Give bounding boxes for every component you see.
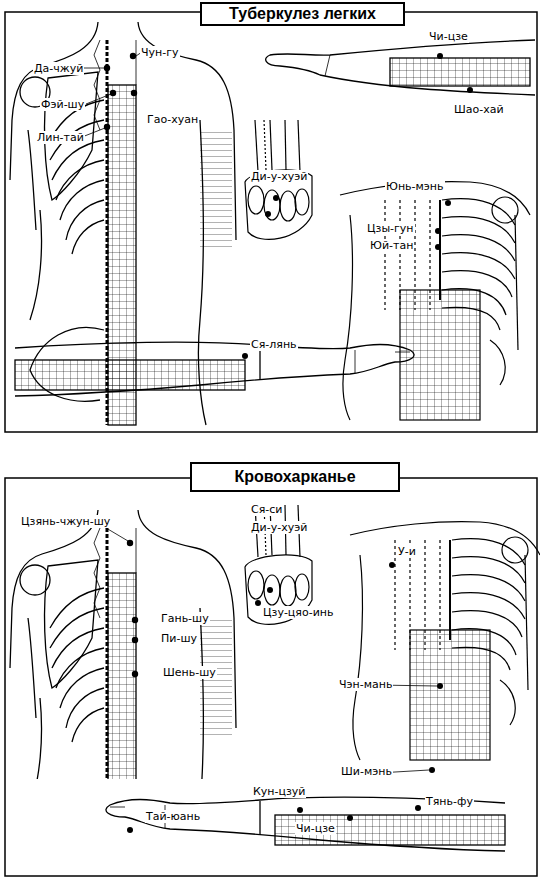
point-dot [273, 195, 279, 201]
arm-figure [266, 40, 535, 95]
point-dot [131, 90, 137, 96]
point-label: У-и [397, 545, 417, 558]
point-label: Чун-гу [140, 46, 180, 59]
chest-figure [340, 182, 530, 420]
point-label: Чэн-мань [338, 678, 393, 691]
heading-box: Туберкулез легких [200, 2, 405, 26]
heading-text: Кровохарканье [234, 468, 355, 486]
arm-figure [325, 55, 330, 76]
hand-figure [245, 120, 312, 239]
point-label: Пи-шу [160, 632, 198, 645]
point-dot [467, 87, 473, 93]
point-label: Юнь-мэнь [385, 180, 445, 193]
point-label: Лин-тай [36, 131, 85, 144]
point-dot [297, 807, 303, 813]
point-dot [429, 767, 435, 773]
point-label: Цзы-гун [366, 222, 415, 235]
arm-figure [390, 58, 530, 86]
leader-line [82, 52, 437, 773]
point-label: Да-чжуй [33, 62, 84, 75]
leader-line [84, 68, 105, 69]
point-dot [437, 53, 443, 59]
point-dot [132, 617, 138, 623]
point-dot [437, 683, 443, 689]
leader-line [86, 94, 111, 104]
point-label: Ся-лянь [250, 338, 298, 351]
point-label: Цзянь-чжун-шу [20, 515, 111, 528]
panel-frame [5, 12, 537, 432]
point-dot [389, 562, 395, 568]
point-dot [445, 200, 451, 206]
point-dot [435, 244, 441, 250]
point-dot [104, 124, 110, 130]
arm-figure [15, 342, 414, 396]
point-label: Шень-шу [162, 666, 217, 679]
point-label: Чи-цзе [295, 822, 336, 835]
point-label: Ши-мэнь [340, 765, 393, 778]
point-dot [265, 211, 271, 217]
heading-text: Туберкулез легких [229, 5, 376, 23]
point-label: Ди-у-хуэй [250, 521, 308, 534]
point-dot [132, 671, 138, 677]
point-label: Шао-хай [453, 103, 505, 116]
point-dot [347, 815, 353, 821]
chest-figure [350, 522, 540, 760]
point-label: Ди-у-хуэй [250, 170, 308, 183]
back-figure [10, 510, 236, 779]
chest-figure [350, 522, 540, 760]
arm-figure [266, 40, 535, 95]
back-figure [10, 510, 236, 779]
hand-figure [245, 120, 312, 239]
leader-line [82, 128, 105, 137]
point-dot [255, 600, 261, 606]
point-dot [415, 805, 421, 811]
arm-figure [15, 342, 414, 396]
point-dot [110, 90, 116, 96]
point-label: Чи-цзе [428, 30, 469, 43]
point-label: Фэй-шу [40, 98, 85, 111]
point-label: Кун-цзуй [252, 785, 306, 798]
point-label: Юй-тан [369, 239, 414, 252]
point-label: Ся-си [250, 503, 283, 516]
point-label: Цзу-цяо-инь [262, 606, 335, 619]
point-dot [127, 827, 133, 833]
point-dot [104, 53, 473, 833]
point-label: Тянь-фу [425, 795, 474, 808]
point-dot [267, 587, 273, 593]
point-dot [242, 353, 248, 359]
point-label: Гао-хуан [146, 113, 199, 126]
point-label: Тай-юань [145, 810, 201, 823]
heading-box: Кровохарканье [190, 462, 400, 492]
chest-figure [340, 182, 530, 420]
point-dot [130, 53, 136, 59]
point-dot [435, 228, 441, 234]
point-label: Гань-шу [160, 612, 210, 625]
point-dot [132, 637, 138, 643]
